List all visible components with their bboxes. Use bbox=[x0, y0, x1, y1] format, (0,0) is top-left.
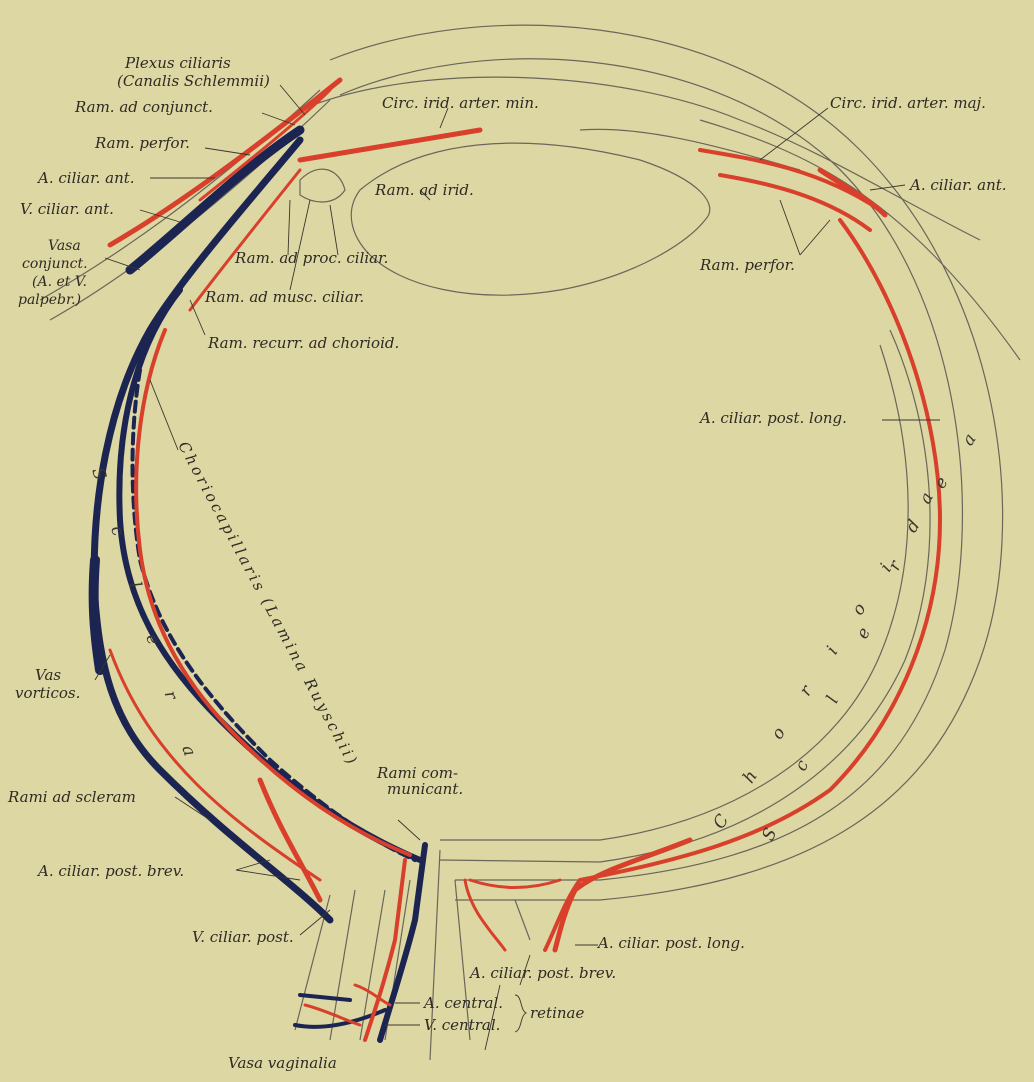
label-sclera-right: S c l e r a bbox=[758, 462, 950, 844]
label-sclera-left: S c l e r a bbox=[87, 465, 206, 779]
label-vas-vorticos-1: Vas bbox=[35, 666, 61, 684]
label-rami-scleram: Rami ad scleram bbox=[7, 788, 136, 806]
label-a-ciliar-ant-right: A. ciliar. ant. bbox=[908, 176, 1007, 194]
retinae-brace bbox=[515, 995, 526, 1032]
label-a-ciliar-ant-left: A. ciliar. ant. bbox=[36, 169, 135, 187]
label-vas-vorticos-2: vorticos. bbox=[15, 684, 80, 702]
artery-circ-minor bbox=[300, 130, 480, 160]
label-ram-recurr: Ram. recurr. ad chorioid. bbox=[207, 334, 399, 352]
label-ram-conjunct: Ram. ad conjunct. bbox=[74, 98, 213, 116]
label-vasa-vaginalia: Vasa vaginalia bbox=[228, 1054, 337, 1072]
label-circ-irid-min: Circ. irid. arter. min. bbox=[382, 94, 539, 112]
label-ram-proc-ciliar: Ram. ad proc. ciliar. bbox=[234, 249, 388, 267]
vein-vortex-trunk bbox=[94, 560, 100, 670]
label-ram-perfor-left: Ram. perfor. bbox=[94, 134, 190, 152]
label-vasa-conj-4: palpebr.) bbox=[18, 292, 81, 308]
label-vasa-conj-1: Vasa bbox=[48, 238, 81, 254]
label-canalis-schlemmii: (Canalis Schlemmii) bbox=[117, 72, 270, 90]
label-post-long-right: A. ciliar. post. long. bbox=[698, 409, 847, 427]
label-rami-comm-2: municant. bbox=[387, 780, 463, 798]
label-v-central: V. central. bbox=[424, 1016, 500, 1034]
label-ram-irid: Ram. ad irid. bbox=[374, 181, 474, 199]
label-v-ciliar-post: V. ciliar. post. bbox=[192, 928, 294, 946]
label-ram-perfor-right: Ram. perfor. bbox=[699, 256, 795, 274]
label-vasa-conj-2: conjunct. bbox=[22, 256, 88, 272]
label-ram-musc-ciliar: Ram. ad musc. ciliar. bbox=[204, 288, 364, 306]
label-post-long-bottom: A. ciliar. post. long. bbox=[596, 934, 745, 952]
label-plexus-ciliaris: Plexus ciliaris bbox=[124, 54, 231, 72]
label-choriocapillaris: Choriocapillaris (Lamina Ruyschii) bbox=[174, 438, 362, 769]
label-post-brev-left: A. ciliar. post. brev. bbox=[36, 862, 184, 880]
lens bbox=[351, 143, 709, 295]
artery-post-brev-right bbox=[465, 880, 560, 950]
label-a-central: A. central. bbox=[422, 994, 503, 1012]
label-retinae: retinae bbox=[530, 1004, 584, 1022]
label-v-ciliar-ant: V. ciliar. ant. bbox=[20, 200, 114, 218]
label-circ-irid-maj: Circ. irid. arter. maj. bbox=[830, 94, 986, 112]
label-vasa-conj-3: (A. et V. bbox=[32, 274, 87, 290]
label-post-brev-bottom: A. ciliar. post. brev. bbox=[468, 964, 616, 982]
conjunctiva-right-line bbox=[700, 120, 1020, 360]
